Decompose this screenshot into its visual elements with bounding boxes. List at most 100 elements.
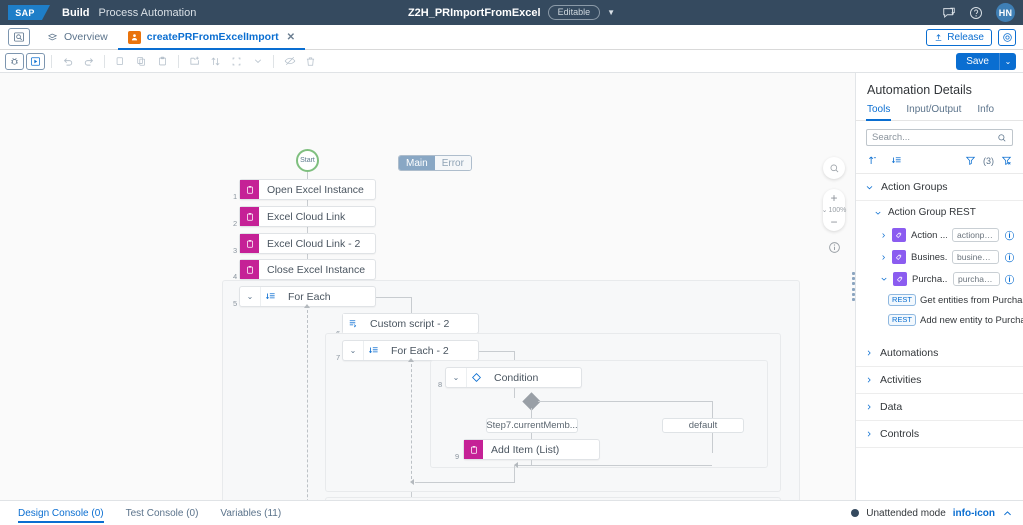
section-activities[interactable]: Activities <box>856 367 1023 394</box>
info-icon[interactable]: ⓘ <box>1004 274 1014 285</box>
tab-tools[interactable]: Tools <box>865 104 892 121</box>
info-icon[interactable] <box>823 241 845 254</box>
rest-icon <box>892 228 906 242</box>
clipboard-icon <box>240 207 259 226</box>
step-close-excel-instance[interactable]: Close Excel Instance <box>239 259 376 280</box>
panel-resizer[interactable] <box>851 270 855 304</box>
section-controls[interactable]: Controls <box>856 421 1023 448</box>
search-input[interactable]: Search... <box>866 129 1013 146</box>
project-explorer-icon[interactable] <box>8 28 30 46</box>
action-row-purchase[interactable]: Purcha... purchase... ⓘ <box>856 268 1023 290</box>
tab-overview[interactable]: Overview <box>37 25 118 49</box>
arrow-icon <box>410 479 414 485</box>
zoom-out-button[interactable]: − <box>830 215 838 229</box>
zoom-level[interactable]: ⌄ 100% <box>822 206 847 215</box>
help-icon[interactable] <box>969 6 983 20</box>
gear-icon[interactable] <box>998 28 1016 46</box>
clipboard-icon <box>240 234 259 253</box>
zoom-in-button[interactable]: + <box>830 191 838 205</box>
tab-input-output[interactable]: Input/Output <box>906 104 962 115</box>
clear-filter-icon[interactable] <box>1001 155 1012 166</box>
sort-ascending-icon[interactable] <box>867 155 878 166</box>
segment-main[interactable]: Main <box>399 156 435 170</box>
step-add-item-list[interactable]: Add Item (List) <box>463 439 600 460</box>
step-condition[interactable]: ⌄ Condition <box>445 367 582 388</box>
section-label: Controls <box>880 428 920 440</box>
status-bar: Design Console (0) Test Console (0) Vari… <box>0 500 1023 525</box>
sap-logo[interactable]: SAP <box>8 5 50 20</box>
chevron-right-icon[interactable] <box>880 254 887 261</box>
step-label: Custom script - 2 <box>370 317 450 330</box>
editor-body: Main Error Start 1 Open Excel Instance 2 <box>0 73 1023 500</box>
delete-button[interactable] <box>301 53 320 70</box>
add-group-button[interactable] <box>185 53 204 70</box>
save-dropdown-icon[interactable]: ⌄ <box>999 52 1016 70</box>
search-icon[interactable] <box>823 157 845 179</box>
tab-variables[interactable]: Variables (11) <box>220 507 282 519</box>
action-group-rest[interactable]: Action Group REST <box>856 201 1023 224</box>
tab-test-console[interactable]: Test Console (0) <box>125 507 199 519</box>
feedback-icon[interactable] <box>942 6 956 20</box>
undo-button[interactable] <box>58 53 77 70</box>
avatar[interactable]: HN <box>996 3 1015 22</box>
save-button[interactable]: Save <box>956 52 999 70</box>
branch-label-default: default <box>662 418 744 433</box>
step-label: Open Excel Instance <box>267 183 364 196</box>
action-row-actionprocessor[interactable]: Action ... actionpro... ⓘ <box>856 224 1023 246</box>
rest-item-get-entities[interactable]: REST Get entities from Purchase... <box>856 290 1023 310</box>
info-icon[interactable]: info-icon <box>952 507 995 519</box>
debug-button[interactable] <box>5 52 24 70</box>
zoom-stack: + ⌄ 100% − <box>822 189 847 231</box>
sort-order-icon[interactable] <box>891 155 902 166</box>
collapse-panel-icon[interactable] <box>1002 508 1013 519</box>
connector <box>514 465 515 483</box>
step-excel-cloud-link-2[interactable]: Excel Cloud Link - 2 <box>239 233 376 254</box>
duplicate-button[interactable] <box>132 53 151 70</box>
section-data[interactable]: Data <box>856 394 1023 421</box>
chevron-down-icon[interactable]: ⌄ <box>240 287 261 306</box>
close-icon[interactable]: ✕ <box>286 31 296 43</box>
section-automations[interactable]: Automations <box>856 340 1023 367</box>
search-placeholder: Search... <box>872 132 911 143</box>
step-open-excel-instance[interactable]: Open Excel Instance <box>239 179 376 200</box>
chevron-right-icon[interactable] <box>880 232 887 239</box>
zoom-level-label: 100% <box>828 206 847 214</box>
tab-design-console[interactable]: Design Console (0) <box>18 501 104 525</box>
reorder-button[interactable] <box>206 53 225 70</box>
flow-canvas[interactable]: Main Error Start 1 Open Excel Instance 2 <box>0 73 856 500</box>
more-dropdown[interactable] <box>248 53 267 70</box>
release-button[interactable]: Release <box>926 28 992 46</box>
segment-error[interactable]: Error <box>434 156 471 170</box>
shell-center-group: Z2H_PRImportFromExcel Editable ▼ <box>0 0 1023 25</box>
step-number: 3 <box>233 246 238 255</box>
select-button[interactable] <box>227 53 246 70</box>
filter-group: (3) <box>965 155 1012 166</box>
chevron-down-icon[interactable] <box>880 275 888 283</box>
redo-button[interactable] <box>79 53 98 70</box>
hide-button[interactable] <box>280 53 299 70</box>
action-row-business[interactable]: Busines... business... ⓘ <box>856 246 1023 268</box>
step-custom-script-2[interactable]: Custom script - 2 <box>342 313 479 334</box>
connector-merge <box>518 465 712 466</box>
section-action-groups[interactable]: Action Groups <box>856 174 1023 201</box>
step-excel-cloud-link[interactable]: Excel Cloud Link <box>239 206 376 227</box>
chevron-down-icon[interactable]: ⌄ <box>446 368 467 387</box>
main-error-switch[interactable]: Main Error <box>398 155 472 171</box>
info-icon[interactable]: ⓘ <box>1004 252 1014 263</box>
chevron-down-icon[interactable]: ▼ <box>607 8 616 17</box>
info-icon[interactable]: ⓘ <box>1004 230 1014 241</box>
paste-button[interactable] <box>153 53 172 70</box>
chevron-down-icon[interactable]: ⌄ <box>343 341 364 360</box>
search-icon[interactable] <box>997 133 1007 143</box>
start-node[interactable]: Start <box>296 149 319 172</box>
condition-icon <box>467 368 486 387</box>
step-number: 2 <box>233 219 238 228</box>
tab-info[interactable]: Info <box>977 104 995 115</box>
run-button[interactable] <box>26 52 45 70</box>
filter-icon[interactable] <box>965 155 976 166</box>
rest-item-add-new-entity[interactable]: REST Add new entity to Purchas... <box>856 310 1023 330</box>
tab-createprfromexcelimport[interactable]: createPRFromExcelImport ✕ <box>117 25 306 50</box>
spacer <box>856 330 1023 340</box>
copy-button[interactable] <box>111 53 130 70</box>
action-chip: actionpro... <box>952 228 999 242</box>
